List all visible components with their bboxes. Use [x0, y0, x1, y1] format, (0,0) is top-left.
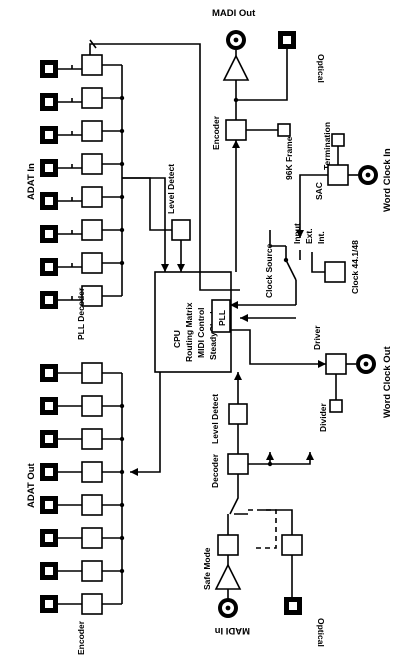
divider-label: Divider [318, 402, 328, 432]
driver-label: Driver [312, 325, 322, 350]
termination-label: Termination [322, 122, 332, 170]
routing-matrix-label: Routing Matrix [184, 302, 194, 362]
adat-in-connector-icon [40, 60, 58, 276]
clock-source-section: Input Ext. Int. Clock Source Clock 44.1/… [230, 223, 360, 322]
bnc-connector-icon [356, 354, 376, 374]
pll-box [211, 299, 231, 333]
ext-label: Ext. [304, 228, 314, 244]
steady-clock-label: SteadyClock [208, 309, 218, 360]
clock-rate-label: Clock 44.1/48 [350, 240, 360, 294]
adat-out-connector-icon [40, 364, 58, 613]
encoder-bottom-left-label: Encoder [76, 620, 86, 655]
adat-in-connector-icon-bottom [40, 291, 58, 309]
midi-control-label: MIDI Control [196, 307, 206, 358]
input-label: Input [292, 223, 302, 244]
optical-connector-icon [284, 597, 302, 615]
amplifier-icon [222, 54, 250, 81]
adat-in-section: ADAT In PLL Decoder [26, 54, 169, 340]
word-clock-in-section: Termination SAC Word Clock In [296, 122, 393, 238]
cpu-label: CPU [172, 330, 182, 348]
word-clock-out-section: Driver Word Clock Out Divider [230, 325, 393, 432]
madi-out-section: MADI Out Optical Encoder 96K Frame [89, 8, 326, 291]
amplifier-icon [214, 563, 242, 590]
adat-in-label: ADAT In [26, 163, 37, 200]
pll-decoder-label: PLL Decoder [76, 287, 86, 340]
madi-out-label: MADI Out [212, 8, 256, 19]
bnc-connector-icon [226, 30, 246, 50]
optical-top-label: Optical [316, 54, 326, 83]
level-detect-bottom-label: Level Detect [210, 394, 220, 444]
optical-bottom-label: Optical [316, 618, 326, 647]
clock-source-label: Clock Source [264, 243, 274, 298]
word-clock-in-label: Word Clock In [382, 148, 393, 212]
pll-decoder-boxes [81, 54, 103, 307]
level-detect-top: Level Detect [122, 164, 191, 272]
cpu-block: CPU Routing Matrix MIDI Control SteadyCl… [154, 271, 232, 373]
decoder-bottom-label: Decoder [210, 453, 220, 488]
frame-96k-label: 96K Frame [284, 136, 294, 180]
level-detect-top-label: Level Detect [166, 164, 176, 214]
pll-label: PLL [217, 310, 227, 326]
adat-out-label: ADAT Out [26, 462, 37, 508]
encoder-top-label: Encoder [211, 115, 221, 150]
sac-label: SAC [314, 182, 324, 200]
madi-in-label: MADI In [214, 625, 250, 636]
bnc-connector-icon [218, 598, 238, 618]
encoder-boxes [81, 362, 103, 615]
safe-mode-label: Safe Mode [202, 547, 212, 590]
bnc-connector-icon [358, 165, 378, 185]
optical-connector-icon [278, 31, 296, 49]
word-clock-out-label: Word Clock Out [382, 346, 393, 418]
madi-in-section: Level Detect Decoder Safe Mode MADI In O… [202, 372, 326, 647]
adat-out-section: ADAT Out Encoder [26, 362, 161, 655]
int-label: Int. [316, 231, 326, 244]
